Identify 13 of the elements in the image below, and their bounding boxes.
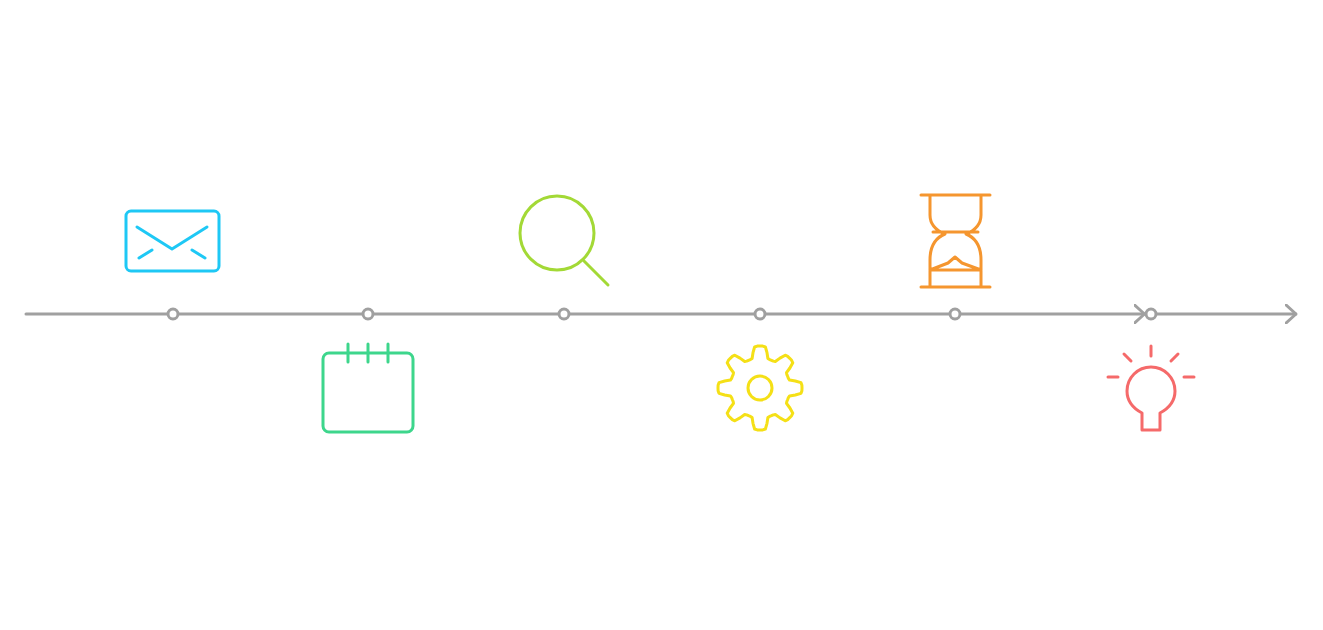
timeline-line <box>178 312 363 316</box>
timeline-dot <box>1144 307 1158 321</box>
timeline-dot <box>753 307 767 321</box>
timeline-line <box>24 312 168 316</box>
arrow <box>1156 303 1298 325</box>
timeline-dot <box>166 307 180 321</box>
timeline-line <box>765 312 950 316</box>
timeline-dot <box>948 307 962 321</box>
timeline-line <box>569 312 755 316</box>
timeline-line <box>373 312 559 316</box>
arrow <box>960 303 1146 325</box>
timeline-dot <box>557 307 571 321</box>
timeline-dot <box>361 307 375 321</box>
